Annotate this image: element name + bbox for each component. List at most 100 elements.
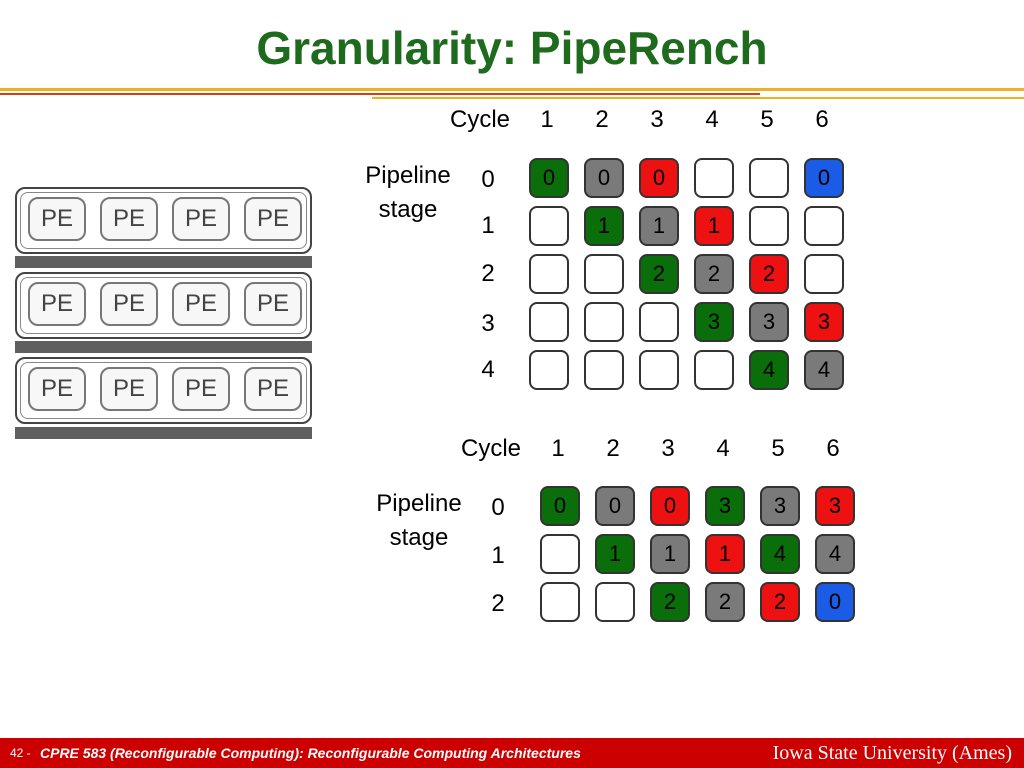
cycle-number: 4	[705, 106, 719, 133]
pe-cell: PE	[28, 197, 86, 241]
pipeline-cell: 1	[639, 206, 679, 246]
pipeline-cell: 0	[584, 158, 624, 198]
cycle-label: Cycle	[450, 106, 511, 133]
pipeline-cell: 3	[760, 486, 800, 526]
cycle-number: 6	[826, 435, 840, 462]
pipeline-cell	[595, 582, 635, 622]
cycle-label: Cycle	[461, 435, 522, 462]
pipeline-cell: 0	[815, 582, 855, 622]
course-title: CPRE 583 (Reconfigurable Computing): Rec…	[40, 745, 581, 761]
pipeline-cell	[584, 350, 624, 390]
cycle-number: 1	[551, 435, 565, 462]
pipeline-cell: 3	[804, 302, 844, 342]
cycle-number: 5	[771, 435, 785, 462]
pipeline-cell: 2	[760, 582, 800, 622]
stage-number: 2	[491, 590, 505, 617]
pe-interconnect-bar	[15, 341, 312, 353]
pe-cell: PE	[28, 367, 86, 411]
pipeline-cell	[694, 158, 734, 198]
cycle-number: 2	[606, 435, 620, 462]
pipeline-cell: 1	[650, 534, 690, 574]
cycle-number: 4	[716, 435, 730, 462]
pipeline-cell: 1	[694, 206, 734, 246]
pe-row-0: PE PE PE PE	[15, 187, 312, 254]
pipeline-cell: 1	[595, 534, 635, 574]
title-rule-accent	[0, 93, 760, 95]
title-rule-left	[0, 88, 1024, 91]
pe-cell: PE	[100, 367, 158, 411]
page-number: 42 -	[10, 746, 31, 760]
pe-cell: PE	[172, 282, 230, 326]
stage-number: 2	[481, 260, 495, 287]
pe-row-2: PE PE PE PE	[15, 357, 312, 424]
pipeline-cell: 3	[815, 486, 855, 526]
pipeline-cell	[749, 158, 789, 198]
pipeline-cell: 4	[749, 350, 789, 390]
pipeline-cell: 2	[639, 254, 679, 294]
pe-cell: PE	[244, 197, 302, 241]
pipeline-cell	[540, 582, 580, 622]
pe-interconnect-bar	[15, 256, 312, 268]
pe-cell: PE	[244, 367, 302, 411]
pipeline-cell	[529, 350, 569, 390]
slide-title: Granularity: PipeRench	[256, 22, 768, 74]
pipeline-cell: 3	[749, 302, 789, 342]
pipeline-cell: 0	[529, 158, 569, 198]
stage-number: 1	[491, 542, 505, 569]
pipeline-stage-label: stage	[378, 196, 438, 223]
pipeline-cell	[694, 350, 734, 390]
stage-number: 3	[481, 310, 495, 337]
pe-cell: PE	[244, 282, 302, 326]
pipeline-cell	[584, 254, 624, 294]
pe-interconnect-bar	[15, 427, 312, 439]
pipeline-cell	[749, 206, 789, 246]
pipeline-cell	[529, 206, 569, 246]
pipeline-cell	[639, 302, 679, 342]
stage-number: 1	[481, 212, 495, 239]
stage-number: 0	[481, 166, 495, 193]
pipeline-stage-label: Pipeline	[376, 490, 462, 517]
pipeline-cell: 2	[650, 582, 690, 622]
pipeline-cell: 4	[815, 534, 855, 574]
pipeline-cell: 0	[804, 158, 844, 198]
pipeline-cell	[639, 350, 679, 390]
pipeline-cell: 2	[694, 254, 734, 294]
pipeline-cell	[804, 254, 844, 294]
pipeline-stage-label: Pipeline	[365, 162, 451, 189]
stage-number: 4	[481, 356, 495, 383]
pipeline-cell: 2	[749, 254, 789, 294]
footer-bar	[0, 738, 1024, 768]
pipeline-cell	[540, 534, 580, 574]
pipeline-stage-label: stage	[389, 524, 449, 551]
pipeline-cell	[804, 206, 844, 246]
pipeline-cell: 0	[650, 486, 690, 526]
pipeline-cell: 1	[705, 534, 745, 574]
cycle-number: 1	[540, 106, 554, 133]
cycle-number: 3	[650, 106, 664, 133]
pe-row-1: PE PE PE PE	[15, 272, 312, 339]
pipeline-cell	[529, 302, 569, 342]
pipeline-cell	[529, 254, 569, 294]
cycle-number: 6	[815, 106, 829, 133]
cycle-number: 3	[661, 435, 675, 462]
pe-cell: PE	[100, 197, 158, 241]
pipeline-cell	[584, 302, 624, 342]
pipeline-cell: 3	[705, 486, 745, 526]
pe-cell: PE	[28, 282, 86, 326]
pipeline-cell: 0	[595, 486, 635, 526]
pe-cell: PE	[172, 367, 230, 411]
pipeline-cell: 1	[584, 206, 624, 246]
pipeline-cell: 4	[804, 350, 844, 390]
pe-cell: PE	[100, 282, 158, 326]
university-name: Iowa State University (Ames)	[772, 742, 1012, 764]
pipeline-cell: 0	[639, 158, 679, 198]
pe-cell: PE	[172, 197, 230, 241]
title-rule-right	[372, 97, 1024, 99]
pipeline-cell: 3	[694, 302, 734, 342]
pipeline-cell: 0	[540, 486, 580, 526]
stage-number: 0	[491, 494, 505, 521]
cycle-number: 5	[760, 106, 774, 133]
pipeline-cell: 2	[705, 582, 745, 622]
cycle-number: 2	[595, 106, 609, 133]
pipeline-cell: 4	[760, 534, 800, 574]
